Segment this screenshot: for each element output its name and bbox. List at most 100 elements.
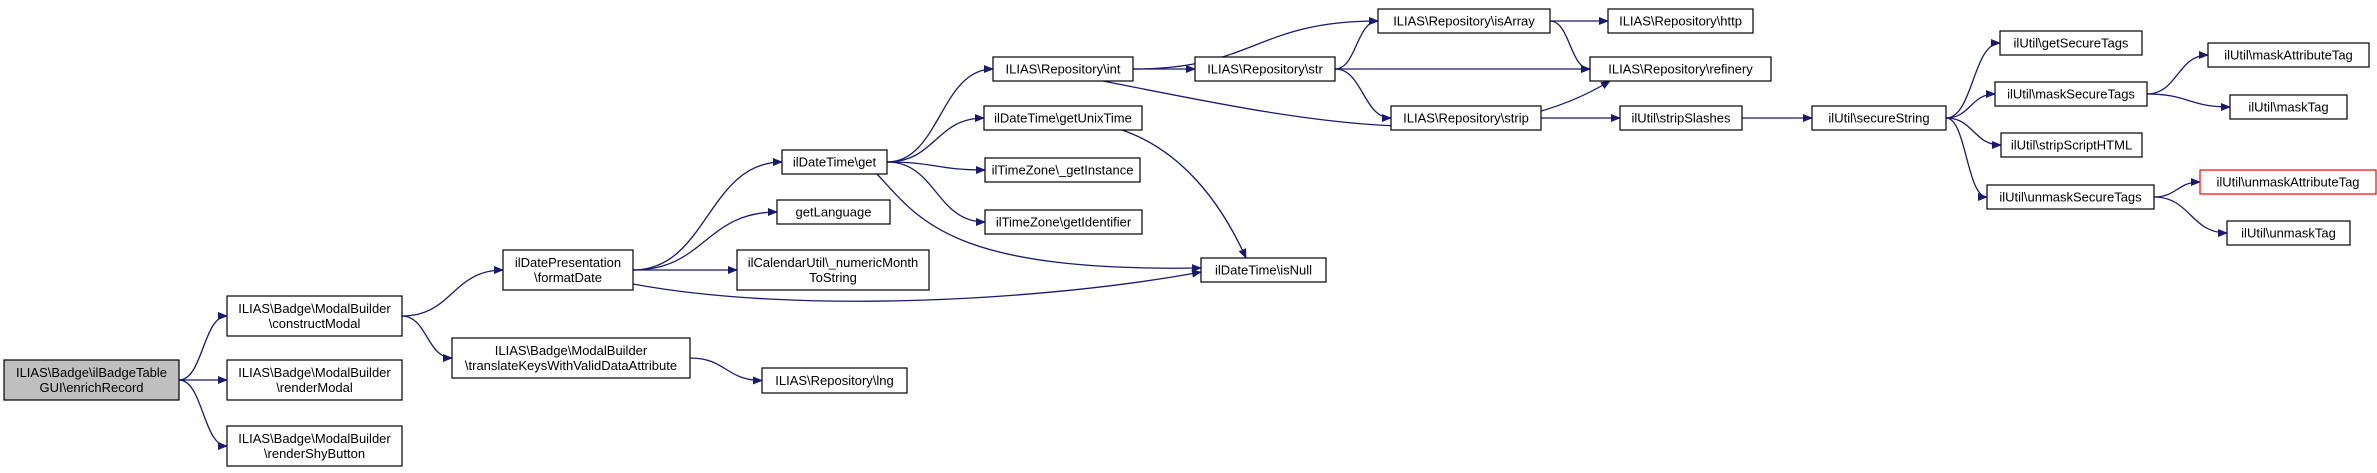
node-label: ilUtil\unmaskSecureTags: [1999, 190, 2142, 205]
node-box: [1986, 184, 2155, 210]
node-label: ilUtil\maskSecureTags: [2007, 87, 2135, 102]
node-box: [226, 295, 403, 337]
edge-dtGet-to-repoInt: [886, 65, 994, 163]
node-isArray[interactable]: ILIAS\Repository\isArray: [1377, 8, 1551, 34]
node-stripScriptHTML[interactable]: ilUtil\stripScriptHTML: [2000, 132, 2143, 158]
node-dtGet[interactable]: ilDateTime\get: [781, 149, 888, 175]
node-repoInt[interactable]: ILIAS\Repository\int: [992, 56, 1134, 82]
edge-translateKeys-to-lng: [689, 357, 763, 385]
node-getSecureTags[interactable]: ilUtil\getSecureTags: [1999, 30, 2143, 56]
node-box: [502, 249, 634, 291]
node-unmaskAttributeTag[interactable]: ilUtil\unmaskAttributeTag: [2199, 169, 2377, 195]
edge-root-to-renderShyButton: [178, 379, 228, 450]
node-box: [2199, 169, 2377, 195]
node-box: [1377, 8, 1551, 34]
edge-unmaskSecureTags-to-unmaskTag: [2153, 196, 2228, 237]
node-label: ilUtil\getSecureTags: [2014, 36, 2129, 51]
node-label: \constructModal: [269, 316, 361, 331]
node-label: getLanguage: [796, 205, 872, 220]
edge-unmaskSecureTags-to-unmaskAttributeTag: [2153, 178, 2201, 198]
node-getIdentifier[interactable]: ilTimeZone\getIdentifier: [984, 209, 1143, 235]
edge-maskSecureTags-to-maskTag: [2146, 93, 2231, 111]
node-box: [2207, 42, 2370, 68]
edge-getUnixTime-to-isNull: [1121, 129, 1247, 259]
edge-isArray-to-refinery: [1549, 20, 1591, 73]
node-isNull[interactable]: ilDateTime\isNull: [1200, 257, 1327, 283]
node-label: ilCalendarUtil\_numericMonth: [748, 255, 919, 270]
node-label: ilUtil\stripSlashes: [1632, 111, 1731, 126]
node-label: ILIAS\Repository\strip: [1403, 111, 1529, 126]
node-label: ilDateTime\getUnixTime: [994, 111, 1132, 126]
node-unmaskSecureTags[interactable]: ilUtil\unmaskSecureTags: [1986, 184, 2155, 210]
node-box: [781, 149, 888, 175]
node-refinery[interactable]: ILIAS\Repository\refinery: [1589, 56, 1772, 82]
node-renderModal[interactable]: ILIAS\Badge\ModalBuilder\renderModal: [226, 359, 403, 401]
edge-secureString-to-maskSecureTags: [1945, 90, 1996, 119]
node-unmaskTag[interactable]: ilUtil\unmaskTag: [2226, 220, 2351, 246]
node-label: ToString: [809, 270, 857, 285]
node-maskTag[interactable]: ilUtil\maskTag: [2229, 94, 2348, 120]
node-box: [1999, 30, 2143, 56]
node-label: ilUtil\maskTag: [2248, 100, 2328, 115]
node-repoStr[interactable]: ILIAS\Repository\str: [1194, 56, 1336, 82]
node-stripSlashes[interactable]: ilUtil\stripSlashes: [1619, 105, 1743, 131]
node-label: ILIAS\Badge\ModalBuilder: [238, 431, 391, 446]
node-box: [1200, 257, 1327, 283]
node-label: ilDatePresentation: [515, 255, 621, 270]
node-box: [3, 359, 180, 401]
node-label: ilUtil\maskAttributeTag: [2224, 48, 2353, 63]
node-box: [984, 209, 1143, 235]
node-box: [1619, 105, 1743, 131]
node-secureString[interactable]: ilUtil\secureString: [1811, 105, 1947, 131]
node-http[interactable]: ILIAS\Repository\http: [1607, 8, 1754, 34]
node-label: ilDateTime\get: [793, 155, 877, 170]
node-translateKeys[interactable]: ILIAS\Badge\ModalBuilder\translateKeysWi…: [451, 337, 691, 379]
node-box: [226, 359, 403, 401]
edge-root-to-constructModal: [178, 312, 228, 381]
node-label: \translateKeysWithValidDataAttribute: [465, 358, 677, 373]
node-box: [984, 157, 1141, 183]
node-label: ILIAS\Badge\ModalBuilder: [495, 343, 648, 358]
node-box: [1390, 105, 1542, 131]
node-box: [992, 56, 1134, 82]
edge-constructModal-to-translateKeys: [401, 315, 453, 362]
node-label: ilUtil\secureString: [1828, 111, 1929, 126]
node-renderShyButton[interactable]: ILIAS\Badge\ModalBuilder\renderShyButton: [226, 425, 403, 467]
node-getInstance[interactable]: ilTimeZone\_getInstance: [984, 157, 1141, 183]
edge-repoStr-to-strip: [1334, 68, 1392, 122]
node-label: ilTimeZone\getIdentifier: [996, 215, 1132, 230]
node-label: ILIAS\Repository\str: [1207, 62, 1323, 77]
node-box: [1194, 56, 1336, 82]
edge-dtGet-to-getUnixTime: [886, 114, 985, 163]
edge-secureString-to-stripScriptHTML: [1945, 117, 2002, 149]
node-label: GUI\enrichRecord: [39, 380, 143, 395]
edge-formatDate-to-dtGet: [632, 158, 783, 271]
node-maskSecureTags[interactable]: ilUtil\maskSecureTags: [1994, 81, 2148, 107]
node-maskAttributeTag[interactable]: ilUtil\maskAttributeTag: [2207, 42, 2370, 68]
node-label: ILIAS\Repository\isArray: [1393, 14, 1535, 29]
edge-repoInt-to-refinery: [1102, 80, 1611, 128]
node-lng[interactable]: ILIAS\Repository\lng: [761, 367, 908, 394]
edge-dtGet-to-getIdentifier: [886, 161, 986, 226]
node-label: ilUtil\unmaskAttributeTag: [2216, 175, 2359, 190]
edge-dtGet-to-isNull: [876, 173, 1202, 273]
edge-repoStr-to-isArray: [1334, 17, 1379, 70]
edge-constructModal-to-formatDate: [401, 266, 504, 317]
edge-formatDate-to-isNull: [632, 269, 1202, 302]
node-getUnixTime[interactable]: ilDateTime\getUnixTime: [983, 105, 1143, 131]
node-strip[interactable]: ILIAS\Repository\strip: [1390, 105, 1542, 131]
node-box: [451, 337, 691, 379]
node-label: ilUtil\unmaskTag: [2241, 226, 2336, 241]
edge-dtGet-to-getInstance: [886, 161, 986, 174]
node-box: [226, 425, 403, 467]
edge-repoInt-to-isArray: [1132, 17, 1379, 70]
node-label: ilUtil\stripScriptHTML: [2011, 138, 2132, 153]
node-label: ILIAS\Repository\lng: [775, 373, 894, 388]
node-constructModal[interactable]: ILIAS\Badge\ModalBuilder\constructModal: [226, 295, 403, 337]
node-formatDate[interactable]: ilDatePresentation\formatDate: [502, 249, 634, 291]
node-label: ILIAS\Badge\ModalBuilder: [238, 301, 391, 316]
node-getLanguage[interactable]: getLanguage: [776, 199, 891, 225]
